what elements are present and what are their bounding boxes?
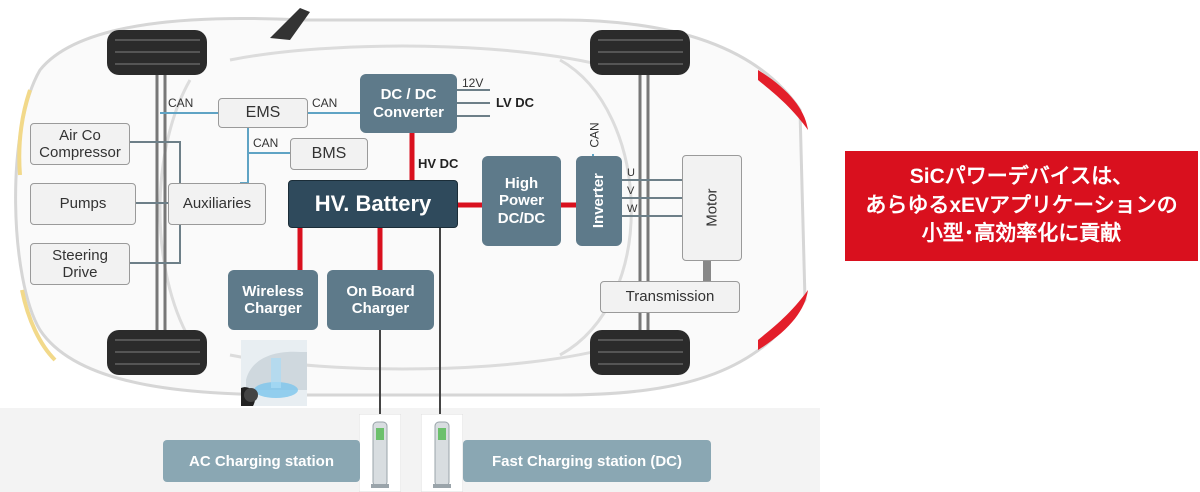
steering-line2: Drive	[62, 264, 98, 281]
high-power-dcdc-block: High Power DC/DC	[482, 156, 561, 246]
motor-label: Motor	[703, 188, 721, 228]
steering-line1: Steering	[52, 246, 108, 264]
aircon-line2: Compressor	[39, 144, 121, 161]
transmission-block: Transmission	[600, 281, 740, 313]
dcdc-converter-block: DC / DC Converter	[360, 74, 457, 133]
inverter-label: Inverter	[590, 173, 608, 229]
steering-drive-block: Steering Drive	[30, 243, 130, 285]
hp-line3: DC/DC	[497, 209, 546, 227]
onboard-charger-block: On Board Charger	[327, 270, 434, 330]
pumps-label: Pumps	[59, 195, 107, 213]
inverter-block: Inverter	[576, 156, 622, 246]
motor-block: Motor	[682, 155, 742, 261]
label-phase-w: W	[627, 203, 638, 215]
fast-charging-station-icon	[421, 414, 463, 492]
wireless-charger-block: Wireless Charger	[228, 270, 318, 330]
fast-charging-station-label: Fast Charging station (DC)	[463, 440, 711, 482]
label-lv-dc: LV DC	[496, 95, 535, 110]
ac-charging-station-label: AC Charging station	[163, 440, 360, 482]
wireless-charging-photo	[241, 340, 307, 406]
label-12v: 12V	[462, 76, 484, 90]
pumps-block: Pumps	[30, 183, 136, 225]
can-label-left: CAN	[168, 96, 194, 110]
transmission-label: Transmission	[625, 288, 715, 306]
sic-promo-banner: SiCパワーデバイスは、 あらゆるxEVアプリケーションの 小型･高効率化に貢献	[845, 151, 1198, 261]
promo-line2: あらゆるxEVアプリケーションの	[865, 193, 1178, 217]
can-label-mid: CAN	[312, 96, 338, 110]
bms-label: BMS	[311, 144, 347, 162]
ac-charging-station-icon	[359, 414, 401, 492]
hv-battery-label: HV. Battery	[314, 191, 432, 217]
onboard-line2: Charger	[351, 300, 410, 317]
can-label-inverter: CAN	[587, 122, 602, 148]
dcdc-line2: Converter	[373, 103, 444, 121]
onboard-line1: On Board	[346, 282, 415, 300]
promo-line1: SiCパワーデバイスは、	[909, 165, 1134, 189]
label-hv-dc: HV DC	[418, 156, 459, 171]
auxiliaries-label: Auxiliaries	[182, 195, 252, 213]
promo-line3: 小型･高効率化に貢献	[921, 222, 1122, 246]
bms-block: BMS	[290, 138, 368, 170]
ems-block: EMS	[218, 98, 308, 128]
ems-label: EMS	[245, 103, 281, 121]
can-label-bms: CAN	[253, 136, 279, 150]
hv-battery-block: HV. Battery	[288, 180, 458, 228]
hp-line2: Power	[498, 192, 544, 210]
hp-line1: High	[504, 175, 539, 193]
label-phase-u: U	[627, 167, 635, 179]
label-phase-v: V	[627, 185, 635, 197]
aircon-line1: Air Co	[59, 126, 101, 144]
aircon-compressor-block: Air Co Compressor	[30, 123, 130, 165]
auxiliaries-block: Auxiliaries	[168, 183, 266, 225]
dcdc-line1: DC / DC	[380, 86, 437, 104]
wireless-line2: Charger	[244, 300, 302, 317]
wireless-line1: Wireless	[242, 282, 304, 300]
